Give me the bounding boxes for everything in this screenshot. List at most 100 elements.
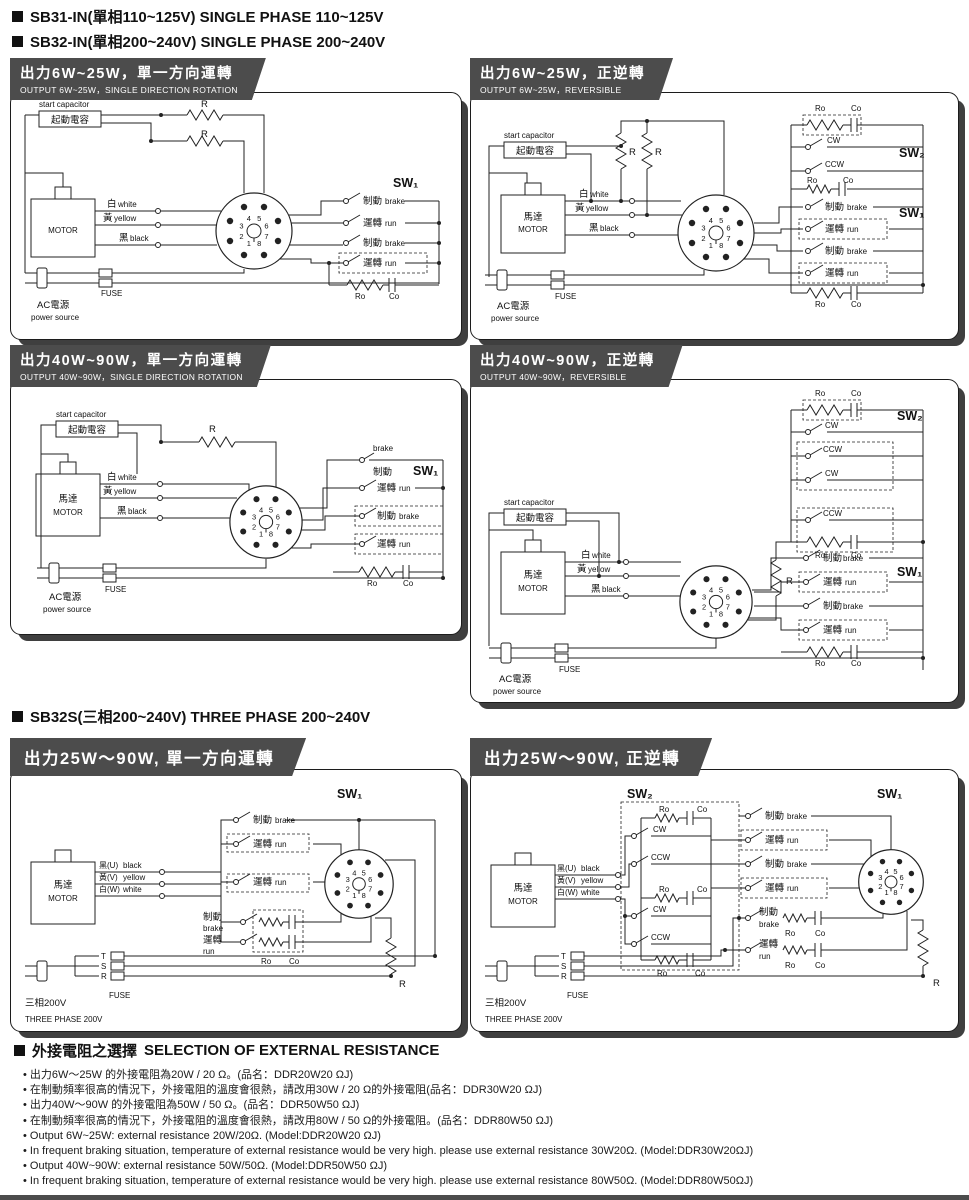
lbl-motor-zh: 馬達 — [58, 493, 78, 505]
resistor-icon — [258, 937, 284, 947]
svg-text:6: 6 — [726, 223, 730, 232]
svg-text:3: 3 — [702, 593, 706, 602]
lbl-yellow-en: yellow — [586, 204, 608, 213]
lbl-brake-en: brake — [847, 203, 868, 212]
lbl-start-capacitor: start capacitor — [504, 131, 555, 140]
svg-text:8: 8 — [719, 609, 723, 618]
lbl-ro: Ro — [785, 929, 796, 938]
lbl-run-zh: 運轉 — [363, 257, 383, 269]
resistor-icon — [654, 955, 680, 965]
motor-box — [490, 864, 556, 928]
lbl-ro: Ro — [261, 957, 272, 966]
resistor-icon — [806, 184, 832, 194]
lbl-run-zh: 運轉 — [377, 482, 397, 494]
wires — [507, 807, 924, 977]
lbl-white-en: white — [591, 551, 611, 560]
lbl-motor-zh: 馬達 — [523, 211, 543, 223]
lbl-brake-zh: 制動 — [825, 245, 844, 257]
lbl-motor: MOTOR — [518, 225, 548, 234]
lbl-phase-r: R — [561, 972, 567, 981]
lbl-run-zh: 運轉 — [825, 223, 845, 235]
svg-text:8: 8 — [257, 239, 261, 248]
lbl-yellow-zh: 黃 — [577, 563, 587, 575]
lbl-yellow-zh: 黃 — [575, 202, 585, 214]
wires — [488, 118, 924, 300]
lbl-run-en: run — [385, 259, 397, 268]
panel-40w90w-single: 出力40W~90W，單一方向運轉 OUTPUT 40W~90W，SINGLE D… — [10, 345, 462, 635]
motor-box — [500, 551, 566, 615]
lbl-sw1: SW₁ — [899, 206, 924, 220]
lbl-w-zh: 白(W) — [99, 884, 120, 894]
junction-dots — [149, 113, 441, 265]
lbl-brake-en: brake — [787, 812, 808, 821]
capacitor-box — [38, 110, 102, 128]
panel-6w25w-single: 出力6W~25W，單一方向運轉 OUTPUT 6W~25W，SINGLE DIR… — [10, 58, 462, 340]
svg-text:5: 5 — [257, 214, 261, 223]
capacitor-box — [503, 508, 567, 526]
lbl-motor-zh: 馬達 — [523, 569, 543, 581]
lbl-motor-zh: 馬達 — [513, 882, 533, 894]
junction-dots — [597, 540, 925, 660]
dashed-group-box — [338, 252, 428, 274]
svg-text:3: 3 — [239, 221, 243, 230]
lbl-run-zh: 運轉 — [765, 882, 785, 894]
lbl-phase-r: R — [101, 972, 107, 981]
lbl-power-source: power source — [491, 314, 540, 323]
lbl-brake-zh: 制動 — [823, 600, 842, 612]
fuse-icon — [550, 270, 565, 280]
lbl-ro: Ro — [659, 805, 670, 814]
plug-icon — [484, 269, 508, 291]
dashed-group-box — [740, 829, 828, 851]
lbl-ro: Ro — [785, 961, 796, 970]
panel-40w90w-reversible: 出力40W~90W，正逆轉 OUTPUT 40W~90W，REVERSIBLE — [470, 345, 959, 703]
lbl-white-en: white — [589, 190, 609, 199]
lbl-v-en: yellow — [123, 873, 145, 882]
lbl-ro: Ro — [355, 292, 366, 301]
lbl-v-en: yellow — [581, 876, 603, 885]
header-sb32: SB32-IN(單相200~240V) SINGLE PHASE 200~240… — [12, 31, 385, 52]
lbl-ro: Ro — [815, 300, 826, 309]
header-sb32s: SB32S(三相200~240V) THREE PHASE 200~240V — [12, 706, 370, 727]
lbl-brake-zh: 制動 — [377, 510, 396, 522]
terminals — [623, 429, 811, 633]
header-sb31-text: SB31-IN(單相110~125V) SINGLE PHASE 110~125… — [30, 9, 384, 26]
lbl-phase-s: S — [101, 962, 106, 971]
lbl-co: Co — [851, 104, 862, 113]
lbl-ccw: CCW — [823, 509, 843, 518]
lbl-co: Co — [403, 579, 414, 588]
lbl-black-zh: 黑 — [589, 223, 599, 234]
resistor-icon — [654, 813, 680, 823]
dashed-group-box — [354, 533, 444, 555]
fuse-icon — [98, 278, 113, 288]
lbl-start-capacitor-zh: 起動電容 — [51, 114, 90, 126]
panel-title-bar: 出力40W~90W，單一方向運轉 OUTPUT 40W~90W，SINGLE D… — [10, 345, 271, 387]
resistor-icon — [258, 917, 284, 927]
panel-title-bar: 出力6W~25W，正逆轉 OUTPUT 6W~25W，REVERSIBLE — [470, 58, 673, 100]
lbl-brake-en: brake — [385, 197, 406, 206]
resistor-icon — [782, 945, 808, 955]
fuse-icon — [110, 961, 125, 971]
lbl-brake-zh: 制動 — [823, 552, 842, 564]
lbl-yellow-zh: 黃 — [103, 485, 113, 497]
lbl-ro: Ro — [807, 176, 818, 185]
selection-header: 外接電阻之選擇 SELECTION OF EXTERNAL RESISTANCE — [14, 1040, 958, 1061]
lbl-w-zh: 白(W) — [557, 887, 578, 897]
lbl-co: Co — [289, 957, 300, 966]
lbl-run-en: run — [845, 578, 857, 587]
lbl-brake-en: brake — [759, 920, 780, 929]
svg-text:2: 2 — [878, 882, 882, 891]
lbl-fuse: FUSE — [109, 991, 130, 1000]
plug-icon — [484, 960, 508, 982]
lbl-three-phase-zh: 三相200V — [25, 997, 67, 1009]
panel-title-en: OUTPUT 6W~25W，REVERSIBLE — [480, 85, 622, 95]
square-bullet-icon — [12, 36, 23, 47]
resistor-icon — [654, 893, 680, 903]
lbl-sw2: SW₂ — [897, 409, 923, 423]
lbl-ccw: CCW — [651, 853, 671, 862]
